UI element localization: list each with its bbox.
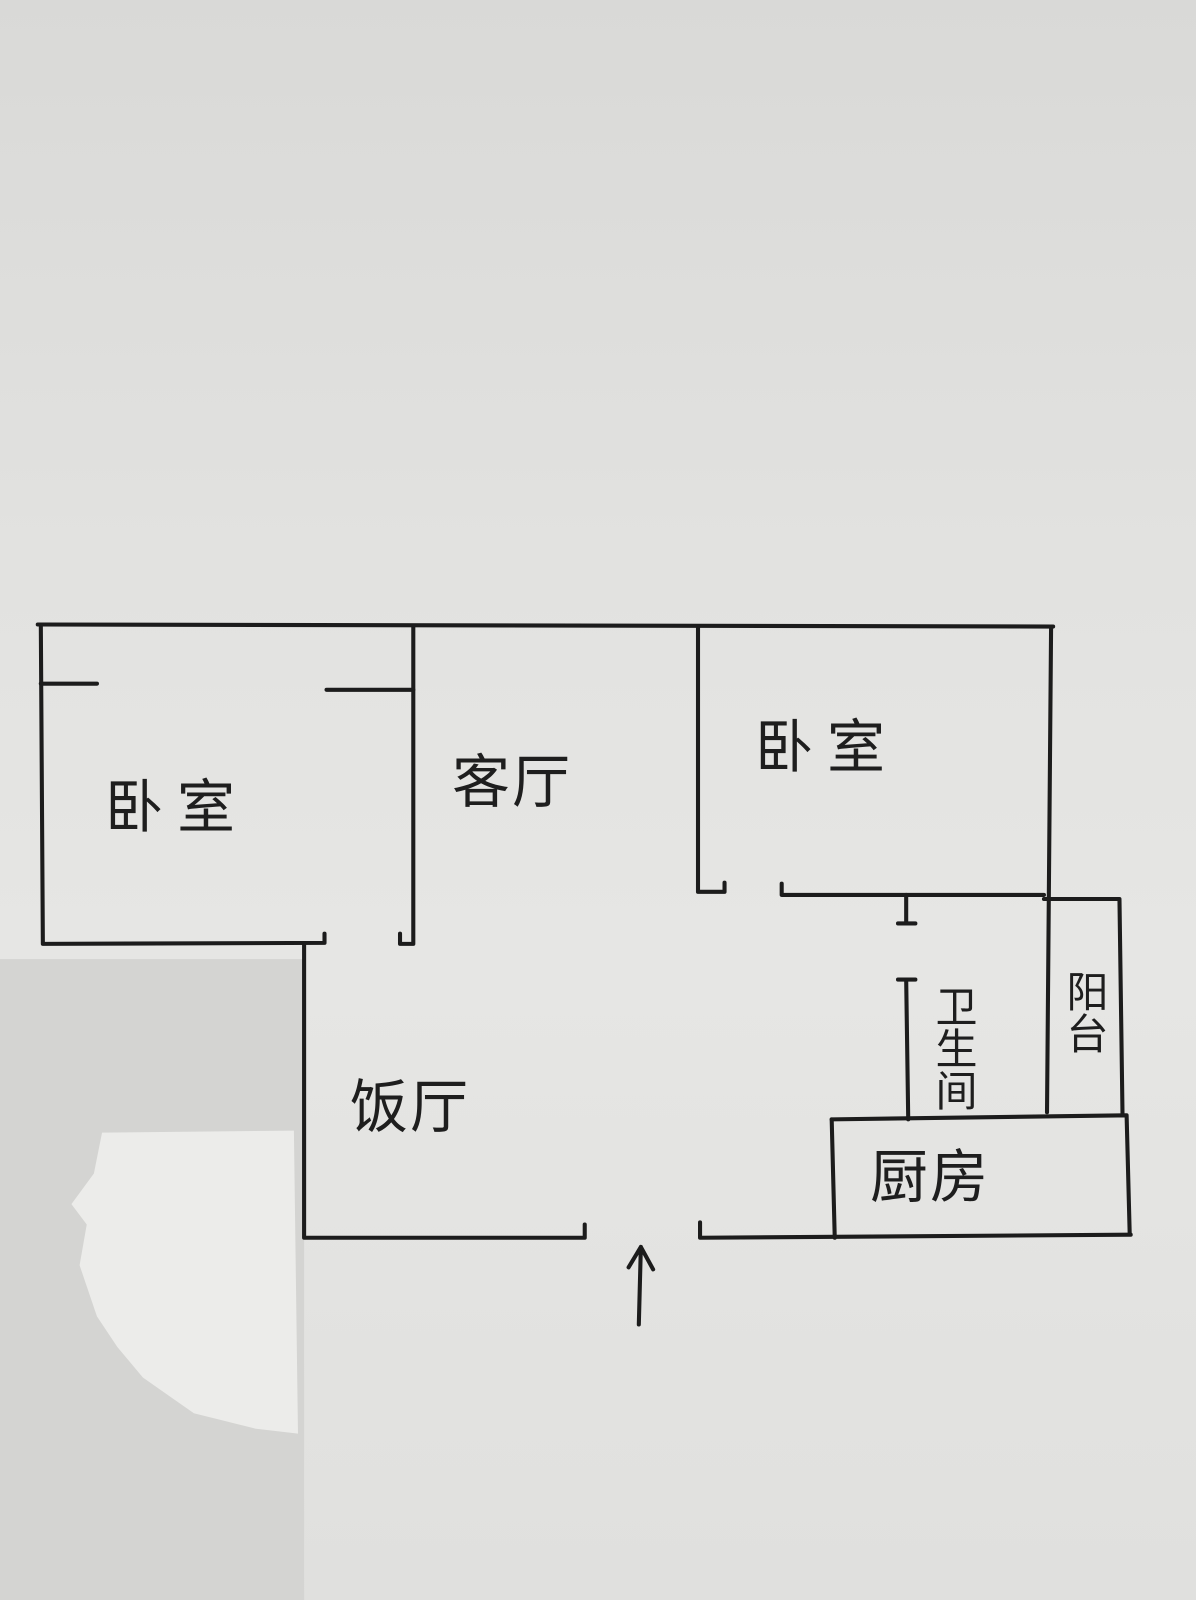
- arrow-up-icon: [626, 1244, 656, 1327]
- room-label-bedroom-left: 卧室: [105, 773, 250, 841]
- room-label-balcony: 阳台: [1060, 970, 1109, 1054]
- room-label-kitchen: 厨房: [870, 1143, 991, 1211]
- room-label-dining-room: 饭厅: [350, 1073, 471, 1141]
- room-label-bedroom-right: 卧室: [755, 713, 900, 781]
- room-label-living-room: 客厅: [452, 748, 573, 816]
- paper-scrap: [71, 1130, 298, 1434]
- walls: [35, 622, 1133, 1240]
- room-label-bathroom: 卫生间: [929, 985, 978, 1111]
